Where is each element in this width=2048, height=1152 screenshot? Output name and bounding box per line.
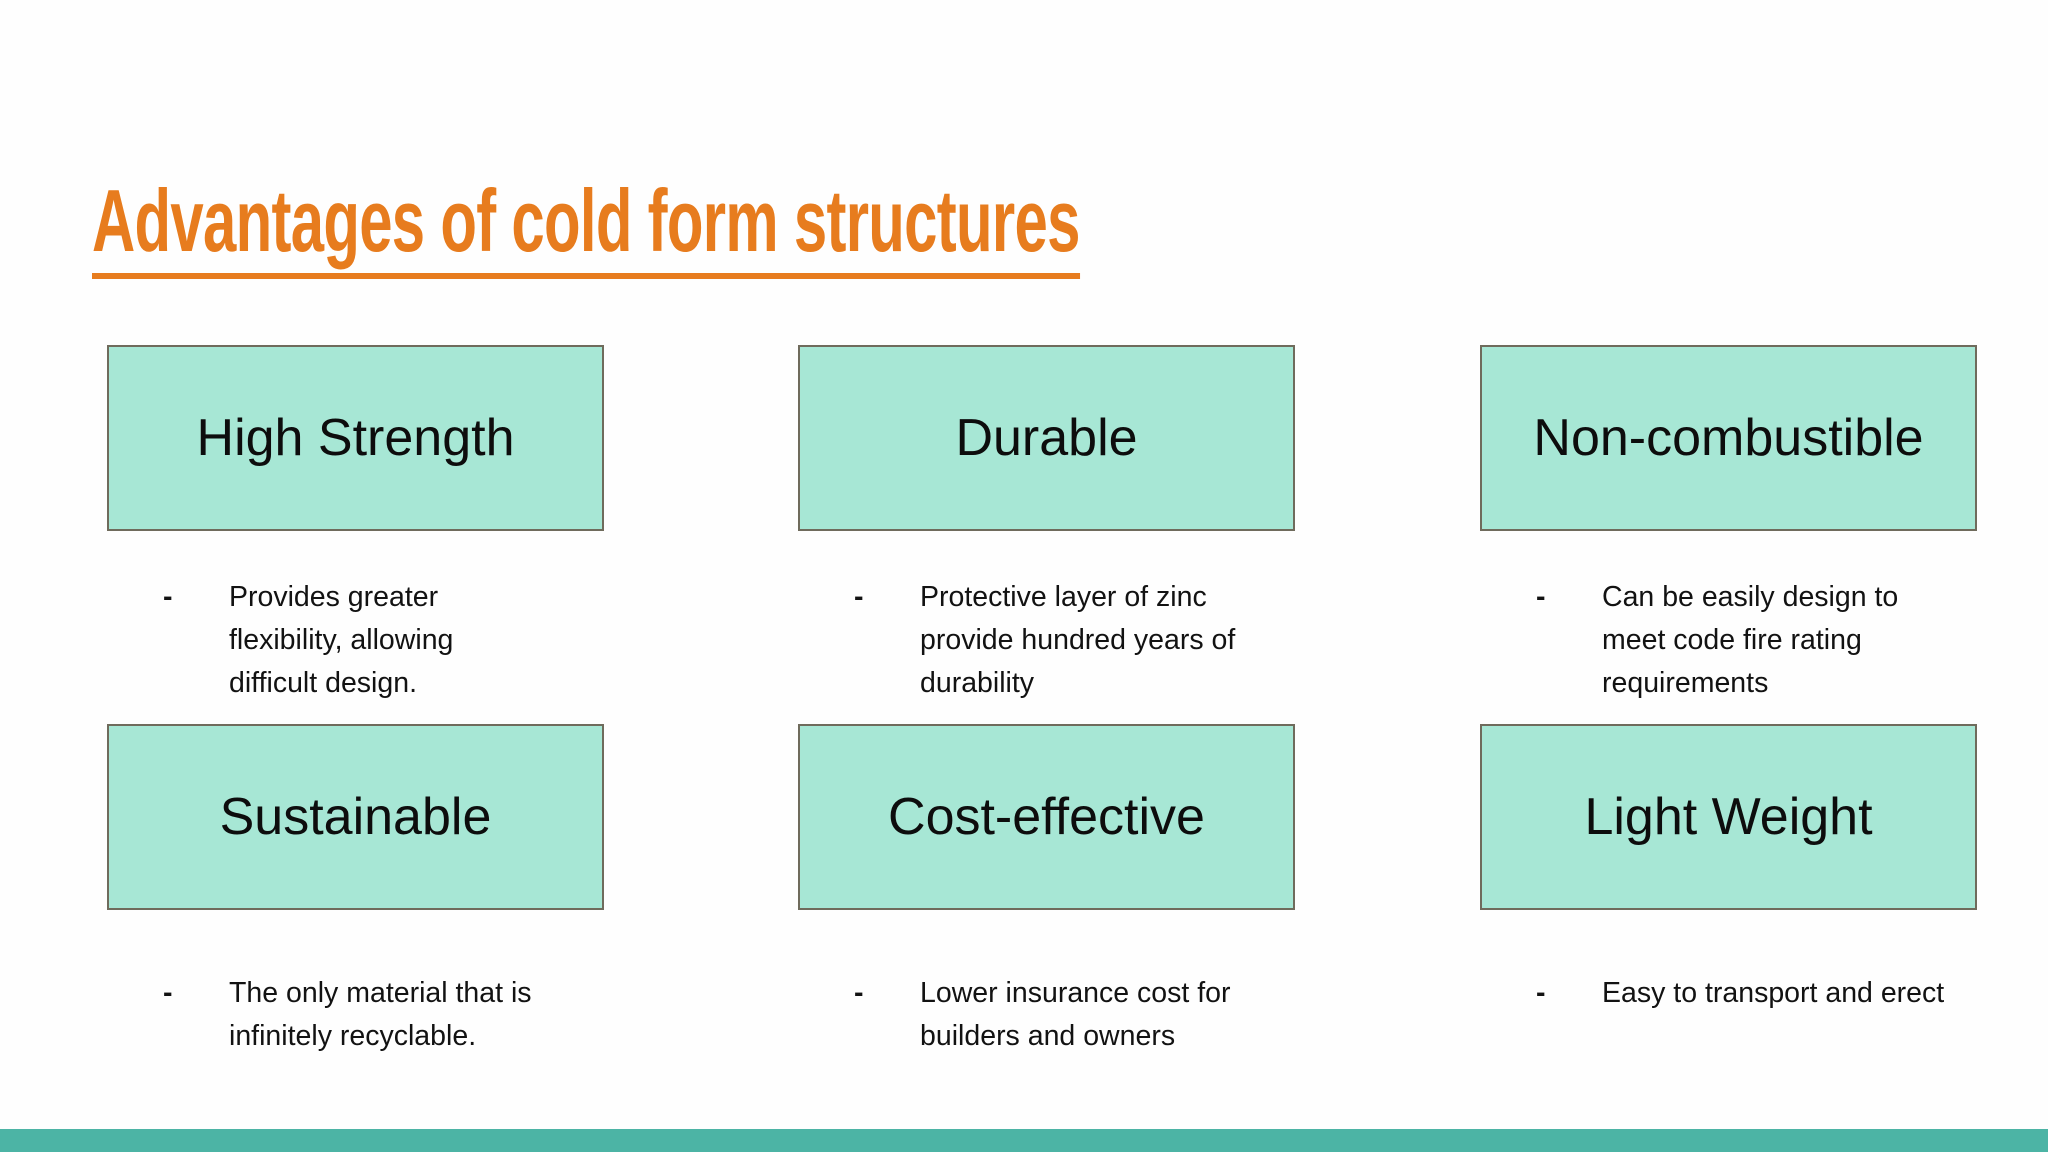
bullet-high-strength: - Provides greater flexibility, allowing… — [163, 576, 453, 705]
footer-accent-bar — [0, 1129, 2048, 1152]
card-title: High Strength — [196, 409, 515, 467]
bullet-cost-effective: - Lower insurance cost for builders and … — [854, 972, 1230, 1058]
bullet-durable: - Protective layer of zinc provide hundr… — [854, 576, 1235, 705]
bullet-non-combustible: - Can be easily design to meet code fire… — [1536, 576, 1898, 705]
card-box-high-strength: High Strength — [107, 345, 604, 531]
card-box-light-weight: Light Weight — [1480, 724, 1977, 910]
bullet-text: Can be easily design to meet code fire r… — [1602, 581, 1899, 699]
bullet-text: Easy to transport and erect — [1602, 977, 1945, 1009]
page-title: Advantages of cold form structures — [92, 176, 1080, 279]
card-title: Sustainable — [219, 788, 492, 846]
bullet-dash: - — [854, 977, 864, 1009]
bullet-text: Provides greater flexibility, allowing d… — [229, 581, 454, 699]
bullet-dash: - — [163, 977, 173, 1009]
bullet-text: Lower insurance cost for builders and ow… — [920, 977, 1231, 1052]
card-title: Non-combustible — [1533, 409, 1924, 467]
card-title: Light Weight — [1584, 788, 1873, 846]
bullet-sustainable: - The only material that is infinitely r… — [163, 972, 532, 1058]
bullet-dash: - — [1536, 581, 1546, 613]
card-title: Durable — [955, 409, 1138, 467]
bullet-dash: - — [854, 581, 864, 613]
bullet-dash: - — [163, 581, 173, 613]
bullet-text: Protective layer of zinc provide hundred… — [920, 581, 1236, 699]
card-title: Cost-effective — [888, 788, 1205, 846]
bullet-light-weight: - Easy to transport and erect — [1536, 972, 1944, 1015]
bullet-dash: - — [1536, 977, 1546, 1009]
card-box-non-combustible: Non-combustible — [1480, 345, 1977, 531]
card-box-cost-effective: Cost-effective — [798, 724, 1295, 910]
card-box-sustainable: Sustainable — [107, 724, 604, 910]
card-box-durable: Durable — [798, 345, 1295, 531]
bullet-text: The only material that is infinitely rec… — [229, 977, 532, 1052]
